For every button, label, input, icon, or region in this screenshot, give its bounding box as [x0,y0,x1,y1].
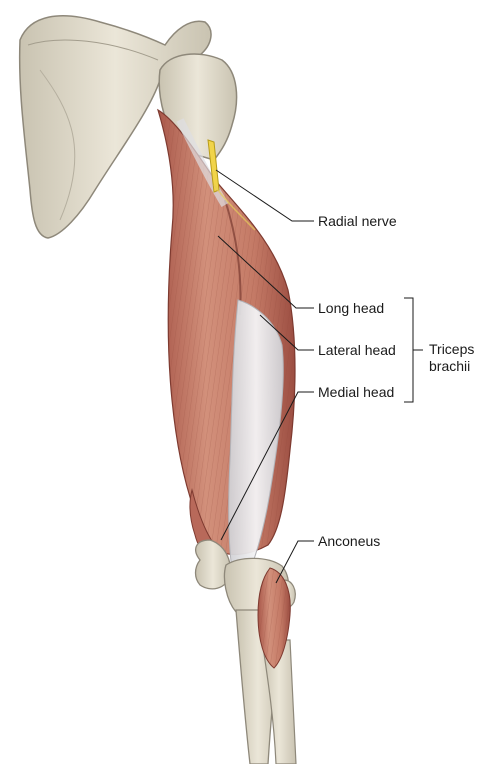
leader-anconeus [275,540,314,584]
leader-lines [215,169,423,584]
label-triceps-line1: Triceps [429,341,475,357]
anconeus-muscle [257,567,291,669]
leader-long-head [217,235,314,309]
radial-nerve [207,139,256,231]
leader-lateral-head [259,314,314,351]
label-medial-head: Medial head [318,384,395,400]
label-triceps-brachii: Triceps brachii [429,341,474,375]
label-lateral-head: Lateral head [318,342,396,358]
leader-medial-head [220,391,314,541]
triceps-bracket [404,297,423,403]
label-long-head: Long head [318,300,385,316]
triceps-tendon [176,118,284,571]
label-triceps-line2: brachii [429,358,471,374]
leader-radial-nerve [215,169,314,222]
label-radial-nerve: Radial nerve [318,213,397,229]
label-anconeus: Anconeus [318,533,381,549]
